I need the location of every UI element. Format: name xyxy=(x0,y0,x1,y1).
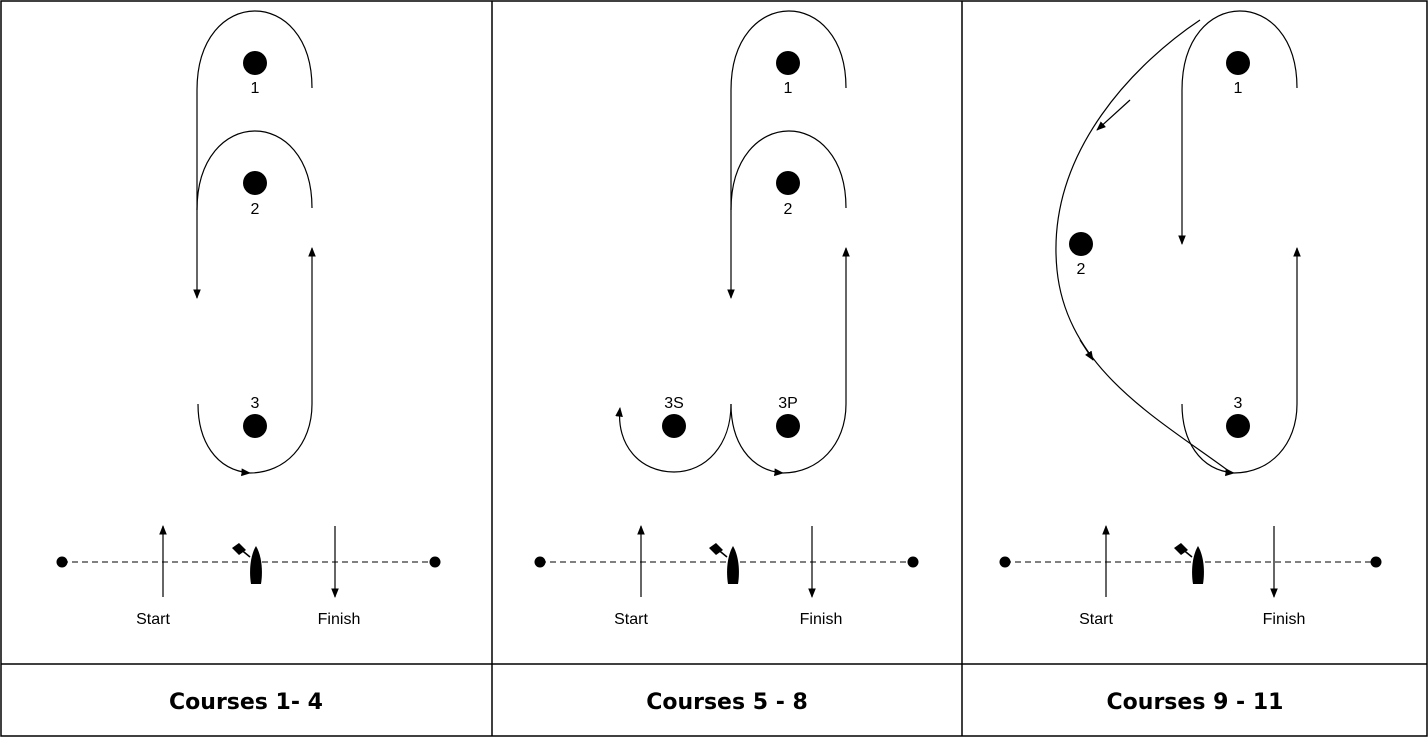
route-rounding-mark-3-in xyxy=(1181,403,1235,477)
mark-label-2: 2 xyxy=(1077,261,1086,278)
route-rounding-mark-1 xyxy=(730,10,847,91)
route-rounding-mark-3-in xyxy=(197,403,251,477)
panel-caption: Courses 1- 4 xyxy=(169,690,323,715)
route-rounding-mark-3-out xyxy=(1233,403,1298,474)
route-reach-arrow-upper xyxy=(1096,99,1131,131)
route-reach-arrow-lower xyxy=(1079,339,1094,361)
route-rounding-mark-2 xyxy=(730,130,847,211)
panel-courses-5-8: 1 2 3S 3P Start Finish Courses 5 - 8 xyxy=(534,10,919,715)
panel-courses-9-11: 1 2 3 Start Finish Courses 9 - 11 xyxy=(999,10,1382,715)
route-rounding-mark-2 xyxy=(196,130,313,211)
panel-caption: Courses 9 - 11 xyxy=(1107,690,1284,715)
route-rounding-mark-3p-out xyxy=(782,403,847,474)
mark-label-3s: 3S xyxy=(664,395,684,412)
mark-3 xyxy=(243,414,267,438)
committee-boat-icon xyxy=(232,543,262,584)
panel-courses-1-4: 1 2 3 Start Finish Courses 1- 4 xyxy=(56,10,441,715)
pin-end-buoy xyxy=(534,556,546,568)
mark-3p xyxy=(776,414,800,438)
route-rounding-mark-1 xyxy=(196,10,313,91)
mark-label-1: 1 xyxy=(1234,80,1243,97)
mark-label-1: 1 xyxy=(251,80,260,97)
pin-end-buoy xyxy=(56,556,68,568)
finish-label: Finish xyxy=(318,611,361,628)
mark-2 xyxy=(1069,232,1093,256)
route-rounding-mark-3-out xyxy=(249,403,313,474)
mark-label-3: 3 xyxy=(1234,395,1243,412)
pin-end-buoy xyxy=(999,556,1011,568)
start-label: Start xyxy=(136,611,170,628)
start-label: Start xyxy=(1079,611,1113,628)
mark-label-1: 1 xyxy=(784,80,793,97)
mark-2 xyxy=(243,171,267,195)
mark-1 xyxy=(1226,51,1250,75)
mark-2 xyxy=(776,171,800,195)
committee-boat-icon xyxy=(1174,543,1204,584)
mark-label-2: 2 xyxy=(784,201,793,218)
pin-end-buoy-right xyxy=(429,556,441,568)
route-rounding-mark-3s xyxy=(615,403,732,473)
mark-label-3p: 3P xyxy=(778,395,798,412)
mark-1 xyxy=(243,51,267,75)
finish-label: Finish xyxy=(800,611,843,628)
mark-1 xyxy=(776,51,800,75)
mark-3 xyxy=(1226,414,1250,438)
route-rounding-mark-3p-in xyxy=(730,403,784,477)
route-rounding-mark-1 xyxy=(1181,10,1298,91)
mark-3s xyxy=(662,414,686,438)
pin-end-buoy-right xyxy=(1370,556,1382,568)
committee-boat-icon xyxy=(709,543,739,584)
panel-caption: Courses 5 - 8 xyxy=(646,690,808,715)
finish-label: Finish xyxy=(1263,611,1306,628)
start-label: Start xyxy=(614,611,648,628)
mark-label-3: 3 xyxy=(251,395,260,412)
pin-end-buoy-right xyxy=(907,556,919,568)
mark-label-2: 2 xyxy=(251,201,260,218)
route-reach-leg xyxy=(1055,19,1231,473)
